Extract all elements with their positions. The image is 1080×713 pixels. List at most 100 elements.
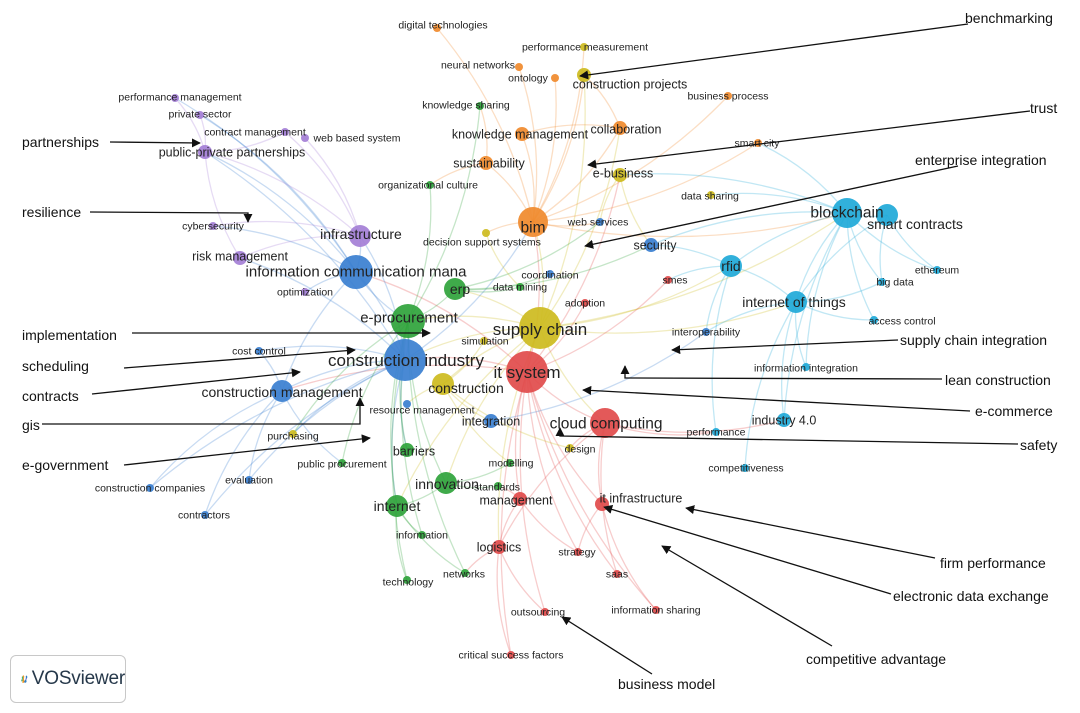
keyword-node[interactable] [664, 276, 672, 284]
keyword-node[interactable] [418, 531, 426, 539]
keyword-node[interactable] [480, 337, 488, 345]
keyword-label: web based system [313, 133, 401, 145]
keyword-label: adoption [565, 298, 605, 310]
keyword-label: blockchain [810, 204, 883, 221]
keyword-node[interactable] [432, 373, 454, 395]
link-edge [532, 95, 729, 223]
keyword-node[interactable] [301, 134, 309, 142]
keyword-node[interactable] [702, 328, 710, 336]
keyword-node[interactable] [507, 651, 515, 659]
keyword-label: critical success factors [458, 650, 563, 662]
keyword-node[interactable] [551, 74, 559, 82]
keyword-node[interactable] [403, 400, 411, 408]
keyword-node[interactable] [482, 229, 490, 237]
keyword-node[interactable] [519, 307, 561, 349]
keyword-node[interactable] [613, 570, 621, 578]
keyword-node[interactable] [832, 198, 862, 228]
keyword-node[interactable] [444, 278, 466, 300]
keyword-node[interactable] [338, 459, 346, 467]
keyword-node[interactable] [461, 569, 469, 577]
keyword-label: web services [567, 217, 629, 229]
keyword-node[interactable] [386, 495, 408, 517]
keyword-node[interactable] [400, 443, 414, 457]
keyword-label: information communication mana [246, 263, 468, 280]
keyword-node[interactable] [492, 540, 506, 554]
keyword-node[interactable] [209, 222, 217, 230]
keyword-node[interactable] [777, 413, 791, 427]
keyword-label: management [480, 493, 553, 507]
keyword-node[interactable] [546, 270, 554, 278]
keyword-node[interactable] [720, 255, 742, 277]
keyword-node[interactable] [494, 482, 502, 490]
keyword-label: internet of things [742, 294, 846, 310]
keyword-node[interactable] [802, 363, 810, 371]
keyword-node[interactable] [201, 511, 209, 519]
keyword-label: e-business [593, 166, 653, 180]
annotation-label: competitive advantage [806, 651, 946, 667]
keyword-node[interactable] [255, 347, 263, 355]
keyword-node[interactable] [146, 484, 154, 492]
keyword-node[interactable] [484, 414, 498, 428]
keyword-label: smes [662, 275, 687, 287]
keyword-node[interactable] [476, 102, 484, 110]
keyword-node[interactable] [785, 291, 807, 313]
keyword-node[interactable] [933, 266, 941, 274]
keyword-node[interactable] [281, 128, 289, 136]
keyword-node[interactable] [590, 408, 620, 438]
keyword-label: construction management [201, 384, 362, 400]
app-name: VOSviewer [31, 668, 125, 689]
keyword-label: security [633, 238, 677, 252]
keyword-node[interactable] [581, 299, 589, 307]
annotation-label: e-commerce [975, 403, 1053, 419]
keyword-node[interactable] [574, 548, 582, 556]
keyword-node[interactable] [384, 339, 426, 381]
keyword-node[interactable] [339, 255, 373, 289]
annotation-label: benchmarking [965, 10, 1053, 26]
keyword-node[interactable] [652, 606, 660, 614]
keyword-node[interactable] [515, 127, 529, 141]
keyword-node[interactable] [271, 380, 293, 402]
keyword-node[interactable] [741, 464, 749, 472]
keyword-node[interactable] [516, 283, 524, 291]
keyword-node[interactable] [479, 156, 493, 170]
keyword-node[interactable] [513, 492, 527, 506]
keyword-node[interactable] [289, 430, 297, 438]
keyword-node[interactable] [518, 207, 548, 237]
keyword-node[interactable] [712, 428, 720, 436]
keyword-node[interactable] [580, 43, 588, 51]
keyword-node[interactable] [876, 204, 898, 226]
keyword-node[interactable] [506, 351, 548, 393]
keyword-node[interactable] [196, 111, 204, 119]
keyword-node[interactable] [515, 63, 523, 71]
keyword-node[interactable] [435, 472, 457, 494]
keyword-node[interactable] [171, 94, 179, 102]
annotation-label: implementation [22, 327, 117, 343]
keyword-node[interactable] [644, 238, 658, 252]
link-edge [212, 220, 361, 237]
annotation-label: scheduling [22, 358, 89, 374]
link-edge [204, 151, 406, 361]
keyword-node[interactable] [613, 168, 627, 182]
keyword-node[interactable] [198, 145, 212, 159]
annotation-label: partnerships [22, 134, 99, 150]
keyword-node[interactable] [245, 476, 253, 484]
link-edge [204, 151, 241, 259]
keyword-label: neural networks [441, 60, 515, 72]
keyword-node[interactable] [596, 218, 604, 226]
keyword-node[interactable] [870, 316, 878, 324]
keyword-node[interactable] [301, 288, 309, 296]
keyword-node[interactable] [541, 608, 549, 616]
keyword-node[interactable] [506, 459, 514, 467]
keyword-node[interactable] [349, 225, 371, 247]
keyword-node[interactable] [391, 304, 425, 338]
keyword-node[interactable] [566, 444, 574, 452]
keyword-node[interactable] [233, 251, 247, 265]
keyword-node[interactable] [707, 191, 715, 199]
keyword-node[interactable] [724, 92, 732, 100]
keyword-node[interactable] [403, 576, 411, 584]
keyword-node[interactable] [426, 181, 434, 189]
keyword-node[interactable] [613, 121, 627, 135]
keyword-node[interactable] [878, 278, 886, 286]
keyword-node[interactable] [433, 24, 441, 32]
